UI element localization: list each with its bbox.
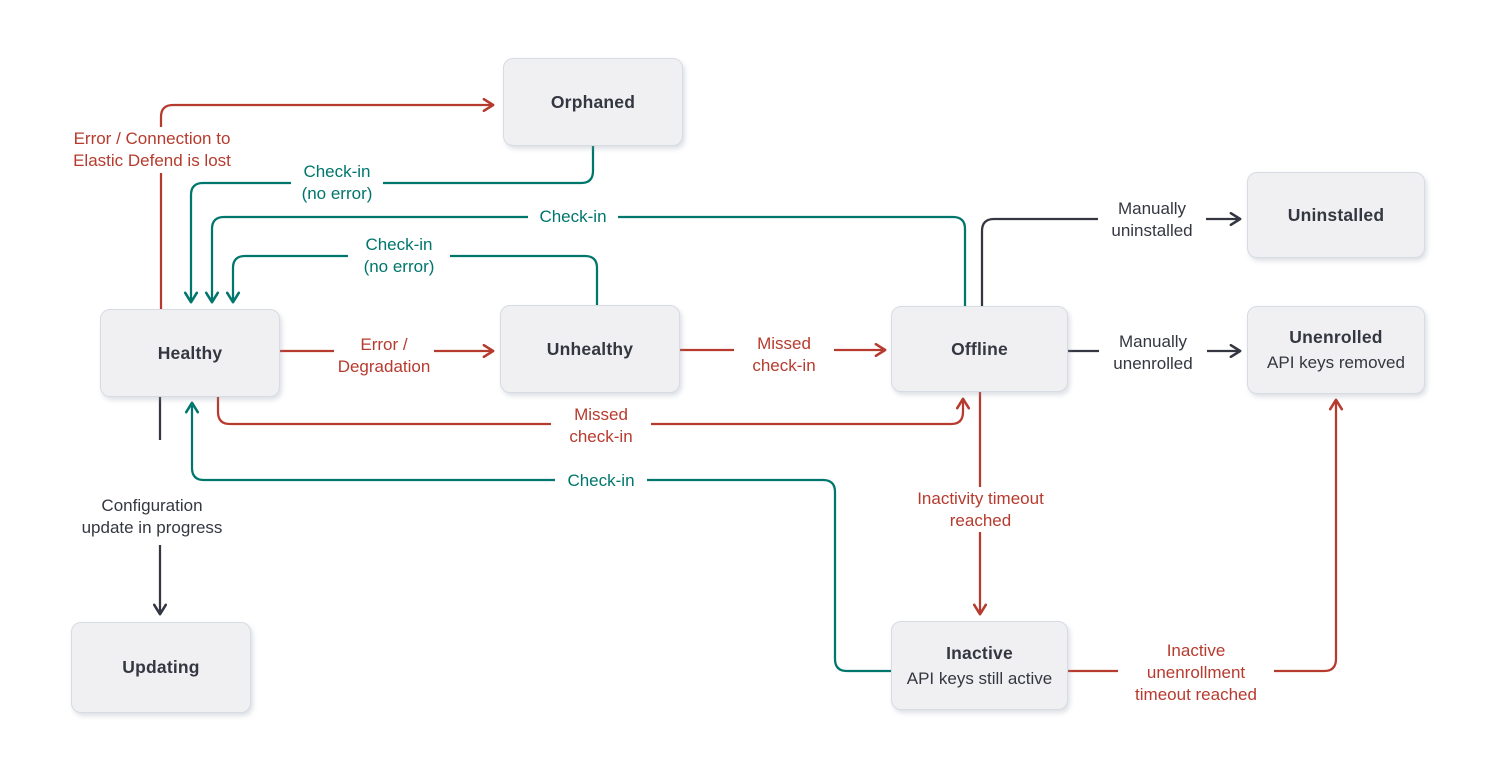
- state-inactive-label: Inactive: [946, 642, 1013, 663]
- edge-label-manually-unenrolled: Manually unenrolled: [1099, 330, 1207, 375]
- edge-label-inactive-unenrollment-timeout: Inactive unenrollment timeout reached: [1118, 639, 1274, 706]
- edge-inactive-to-unenrolled: [1068, 401, 1336, 673]
- edge-healthy-to-orphaned: [159, 105, 492, 309]
- state-updating-label: Updating: [122, 657, 200, 677]
- edge-label-checkin-no-error-orphaned: Check-in (no error): [291, 161, 383, 205]
- edge-label-error-degradation: Error / Degradation: [334, 333, 434, 378]
- edge-label-checkin-inactive: Check-in: [555, 469, 647, 492]
- edge-label-checkin-no-error-unhealthy: Check-in (no error): [348, 234, 450, 278]
- state-uninstalled: Uninstalled: [1247, 172, 1425, 258]
- state-offline: Offline: [891, 306, 1068, 392]
- edge-orphaned-to-healthy: [191, 146, 595, 301]
- state-unhealthy-label: Unhealthy: [546, 338, 634, 359]
- edge-label-missed-checkin-healthy: Missed check-in: [551, 403, 651, 448]
- edge-label-inactivity-timeout: Inactivity timeout reached: [903, 487, 1058, 532]
- state-unenrolled-sublabel: API keys removed: [1267, 353, 1405, 372]
- edge-offline-to-healthy: [212, 215, 967, 306]
- state-inactive: Inactive API keys still active: [891, 621, 1068, 710]
- state-updating: Updating: [71, 622, 251, 713]
- edge-label-manually-uninstalled: Manually uninstalled: [1098, 197, 1206, 242]
- state-unenrolled-label: Unenrolled: [1289, 327, 1383, 347]
- state-orphaned: Orphaned: [503, 58, 683, 146]
- edge-label-missed-checkin-unhealthy: Missed check-in: [734, 332, 834, 377]
- state-orphaned-label: Orphaned: [550, 91, 636, 112]
- state-healthy-label: Healthy: [157, 342, 223, 363]
- state-inactive-sublabel: API keys still active: [906, 668, 1053, 688]
- state-offline-label: Offline: [951, 338, 1008, 359]
- edge-label-error-connection: Error / Connection to Elastic Defend is …: [52, 127, 252, 173]
- edge-inactive-to-healthy: [192, 404, 891, 673]
- state-unenrolled: Unenrolled API keys removed: [1247, 306, 1425, 394]
- state-uninstalled-label: Uninstalled: [1287, 204, 1385, 225]
- state-healthy: Healthy: [100, 309, 280, 397]
- edge-offline-to-uninstalled: [980, 219, 1239, 306]
- edge-label-checkin-offline: Check-in: [528, 205, 618, 228]
- edge-label-configuration-update: Configuration update in progress: [58, 494, 246, 539]
- state-unhealthy: Unhealthy: [500, 305, 680, 393]
